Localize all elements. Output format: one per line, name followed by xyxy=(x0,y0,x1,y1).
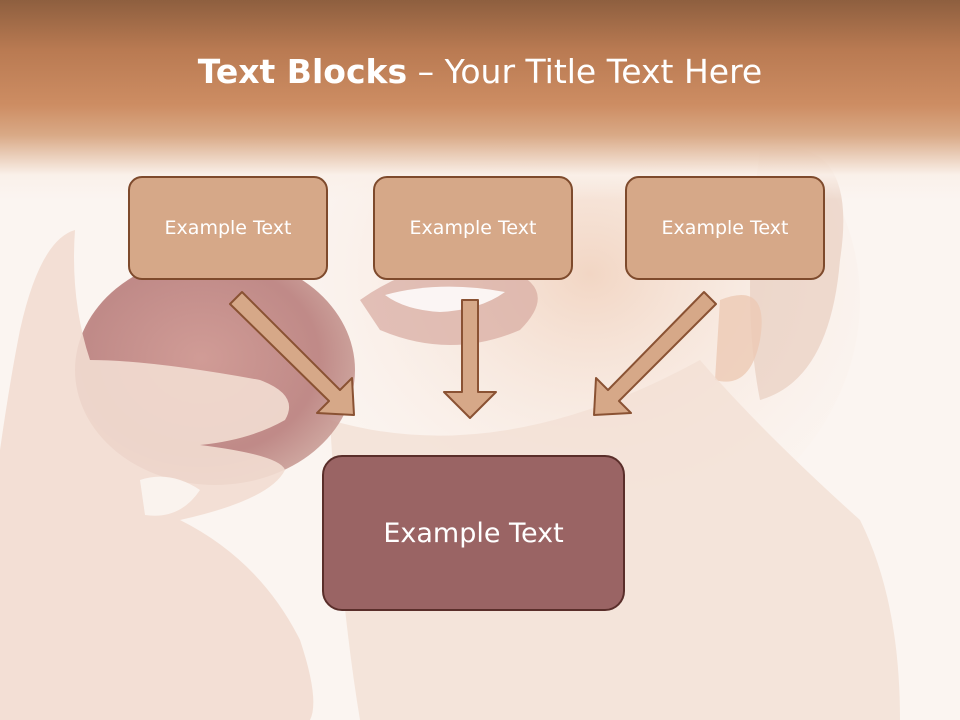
text-block-1[interactable]: Example Text xyxy=(128,176,328,280)
target-text-block-label: Example Text xyxy=(383,517,564,549)
arrow-right xyxy=(593,291,717,416)
title-bold: Text Blocks xyxy=(197,52,408,91)
title-dash: – xyxy=(407,52,445,91)
slide-title: Text Blocks – Your Title Text Here xyxy=(0,52,960,91)
text-block-3-label: Example Text xyxy=(661,217,789,239)
arrow-left xyxy=(229,291,355,416)
text-block-2[interactable]: Example Text xyxy=(373,176,573,280)
arrow-center xyxy=(443,299,497,419)
text-block-2-label: Example Text xyxy=(409,217,537,239)
target-text-block[interactable]: Example Text xyxy=(322,455,625,611)
text-block-1-label: Example Text xyxy=(164,217,292,239)
header-band xyxy=(0,0,960,200)
text-block-3[interactable]: Example Text xyxy=(625,176,825,280)
title-subtitle: Your Title Text Here xyxy=(444,52,763,91)
